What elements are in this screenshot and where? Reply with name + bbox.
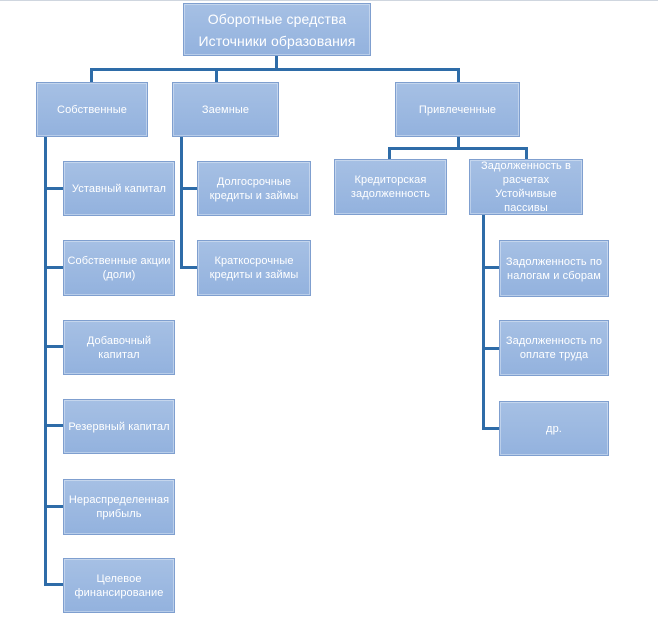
own-branch-5 xyxy=(44,505,63,508)
own-item-6-label: Целевое финансирование xyxy=(74,572,164,599)
own-item-2: Собственные акции (доли) xyxy=(63,240,175,296)
own-item-1-label: Уставный капитал xyxy=(71,182,167,195)
settlements-node: Задолженность в расчетах Устойчивые пасс… xyxy=(469,159,583,215)
settlements-item-3-label: др. xyxy=(546,422,562,435)
root-node: Оборотные средства Источники образования xyxy=(183,3,371,56)
settlements-sublabel: Устойчивые пассивы xyxy=(495,188,557,214)
root-subtitle: Источники образования xyxy=(198,32,356,49)
own-branch-3 xyxy=(44,345,63,348)
borrowed-node: Заемные xyxy=(172,82,279,137)
borrowed-drop xyxy=(215,68,218,82)
level1-bus xyxy=(90,68,460,71)
own-item-5: Нераспределенная прибыль xyxy=(63,479,175,535)
own-item-2-label: Собственные акции (доли) xyxy=(67,255,171,281)
borrowed-item-1-label: Долгосрочные кредиты и займы xyxy=(209,175,299,202)
settlements-label: Задолженность в расчетах xyxy=(481,160,571,186)
settlements-drop xyxy=(525,147,528,159)
own-branch-6 xyxy=(44,583,63,586)
own-item-5-label: Нераспределенная прибыль xyxy=(68,494,170,520)
attracted-node: Привлеченные xyxy=(395,82,520,137)
own-label: Собственные xyxy=(57,103,127,116)
borrowed-branch-1 xyxy=(180,187,197,190)
payables-drop xyxy=(388,147,391,159)
borrowed-item-2: Краткосрочные кредиты и займы xyxy=(197,240,311,296)
attracted-label: Привлеченные xyxy=(418,103,497,116)
own-item-3: Добавочный капитал xyxy=(63,320,175,375)
attracted-stem xyxy=(457,137,460,149)
level2-bus xyxy=(388,147,528,150)
attracted-drop xyxy=(457,68,460,82)
settlements-trunk xyxy=(482,215,485,429)
settlements-branch-3 xyxy=(482,427,499,430)
payables-label: Кредиторская задолженность xyxy=(350,174,431,200)
root-connector xyxy=(275,55,278,70)
borrowed-label: Заемные xyxy=(201,103,250,116)
top-rule xyxy=(0,0,658,1)
own-trunk xyxy=(44,137,47,585)
own-item-6: Целевое финансирование xyxy=(63,558,175,613)
own-item-4: Резервный капитал xyxy=(63,399,175,454)
own-branch-2 xyxy=(44,266,63,269)
borrowed-item-1: Долгосрочные кредиты и займы xyxy=(197,161,311,216)
settlements-item-2: Задолженность по оплате труда xyxy=(499,320,609,376)
settlements-branch-1 xyxy=(482,266,499,269)
settlements-item-1: Задолженность по налогам и сборам xyxy=(499,240,609,297)
own-drop xyxy=(90,68,93,82)
borrowed-trunk xyxy=(180,137,183,267)
settlements-item-2-label: Задолженность по оплате труда xyxy=(505,335,603,361)
root-title: Оборотные средства xyxy=(207,10,347,27)
own-item-1: Уставный капитал xyxy=(63,161,175,216)
borrowed-branch-2 xyxy=(180,266,197,269)
payables-node: Кредиторская задолженность xyxy=(334,159,447,215)
own-branch-1 xyxy=(44,187,63,190)
settlements-item-1-label: Задолженность по налогам и сборам xyxy=(505,255,603,282)
own-branch-4 xyxy=(44,424,63,427)
own-node: Собственные xyxy=(36,82,148,137)
own-item-4-label: Резервный капитал xyxy=(68,420,170,433)
settlements-branch-2 xyxy=(482,347,499,350)
own-item-3-label: Добавочный капитал xyxy=(86,334,152,361)
borrowed-item-2-label: Краткосрочные кредиты и займы xyxy=(209,255,299,281)
settlements-item-3: др. xyxy=(499,401,609,456)
